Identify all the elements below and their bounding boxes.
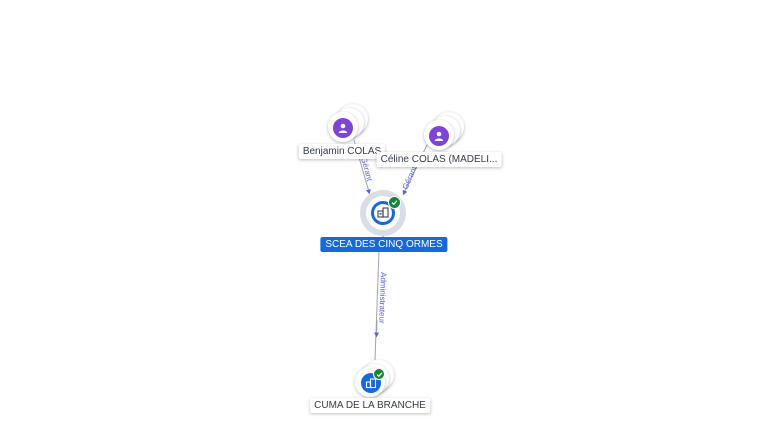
verified-check-icon	[373, 368, 385, 380]
edge-label-administrateur: Administrateur	[377, 272, 388, 324]
edge-scea-cuma: Administrateur	[374, 250, 388, 361]
verified-check-icon	[388, 196, 401, 209]
node-celine-colas[interactable]	[422, 112, 466, 152]
node-label-scea[interactable]: SCEA DES CINQ ORMES	[320, 237, 448, 252]
node-label-cuma[interactable]: CUMA DE LA BRANCHE	[310, 398, 430, 413]
node-benjamin-colas[interactable]	[326, 104, 370, 144]
person-icon	[429, 126, 449, 146]
node-label-celine[interactable]: Céline COLAS (MADELI...	[376, 152, 502, 167]
edge-label-gerant-celine: Gérant	[401, 164, 419, 191]
person-icon	[333, 118, 353, 138]
edge-label-gerant-benjamin: Gérant	[359, 156, 374, 183]
node-cuma-de-la-branche[interactable]	[354, 360, 398, 400]
node-scea-des-cinq-ormes[interactable]	[360, 190, 406, 236]
node-label-benjamin[interactable]: Benjamin COLAS	[298, 144, 386, 159]
